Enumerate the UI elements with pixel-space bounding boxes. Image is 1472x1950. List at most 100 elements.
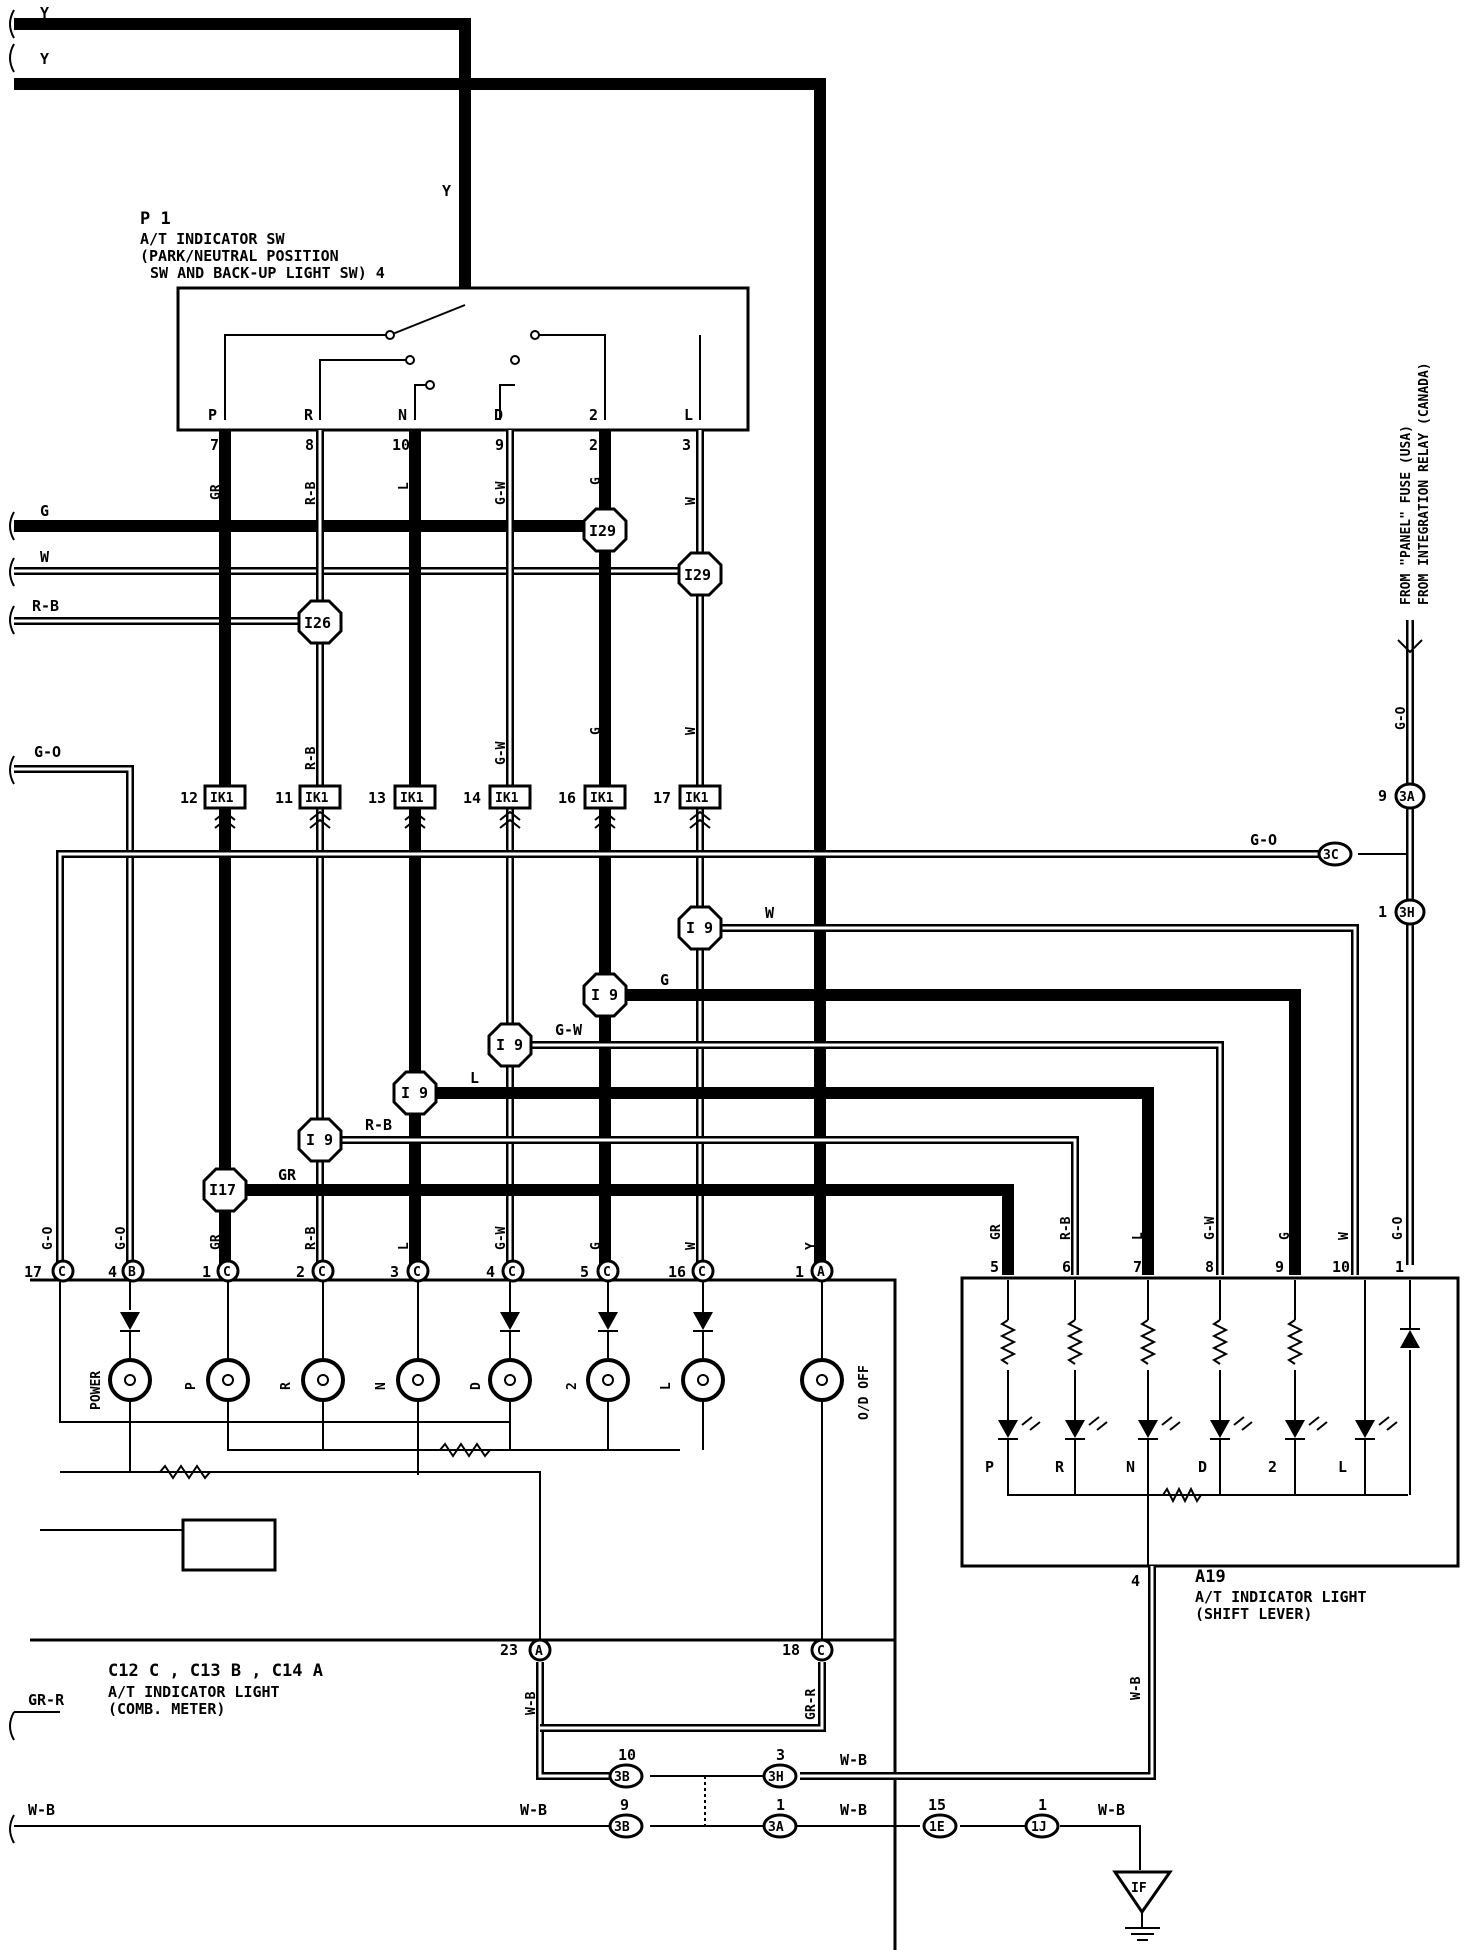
shift-pin-10: 10 [1332, 1258, 1350, 1276]
wire-g-cross: G [660, 971, 669, 989]
shift-pin-1: 1 [1395, 1258, 1404, 1276]
switch-pos-p: P [208, 406, 217, 424]
lamp-2: 2 [565, 1382, 580, 1390]
from-text-2: FROM INTEGRATION RELAY (CANADA) [1417, 362, 1432, 605]
ground-pin-3: 3 [776, 1746, 785, 1764]
ik1-connectors: IK1 IK1 IK1 IK1 IK1 IK1 12 11 13 14 16 1… [180, 784, 722, 829]
wire-go-bus: G-O [1250, 831, 1277, 849]
lamp-p: P [184, 1382, 199, 1390]
shift-led-d: D [1198, 1458, 1207, 1476]
junction-i9-rb: I 9 [306, 1131, 333, 1149]
combination-meter: 17 4 1 2 3 4 5 16 1 C B C C C C C C A [24, 1259, 897, 1950]
ik1-label-2: IK1 [305, 791, 329, 806]
ik1-pin-11: 11 [275, 789, 293, 807]
wire-label-y2: Y [40, 50, 49, 68]
meter-wire-y: Y [804, 1242, 819, 1250]
shift-led-2: 2 [1268, 1458, 1277, 1476]
switch-desc2: SW AND BACK-UP LIGHT SW) 4 [150, 264, 385, 282]
switch-id: P 1 [140, 209, 171, 229]
junction-i26: I26 [304, 614, 331, 632]
ground-conn-3b-1: 3B [614, 1770, 630, 1785]
conn-3h-right: 3H [1399, 906, 1415, 921]
shift-id: A19 [1195, 1567, 1226, 1587]
shift-wire-rb: R-B [1059, 1216, 1074, 1240]
junctions-top: I29 I29 I26 [297, 507, 723, 645]
meter-conn-c6: C [603, 1265, 611, 1280]
junction-i9-w: I 9 [686, 919, 713, 937]
wire-label-rb: R-B [32, 597, 59, 615]
shift-led-n: N [1126, 1458, 1135, 1476]
meter-wire-w: W [684, 1242, 699, 1250]
shift-ground-pin: 4 [1131, 1572, 1140, 1590]
meter-title2: (COMB. METER) [108, 1700, 225, 1718]
wire-label-wb: W-B [28, 1801, 55, 1819]
ik1-label-1: IK1 [210, 791, 234, 806]
meter-pin-5: 5 [580, 1263, 589, 1281]
meter-pin-17: 17 [24, 1263, 42, 1281]
shift-pin-6: 6 [1062, 1258, 1071, 1276]
ik1-pin-16: 16 [558, 789, 576, 807]
ground-wire-wb-4: W-B [1098, 1801, 1125, 1819]
switch-pos-d: D [494, 406, 503, 424]
meter-pin-1a: 1 [795, 1263, 804, 1281]
wire-w-cross: W [765, 904, 775, 922]
switch-pin-10: 10 [392, 436, 410, 454]
ground-label: IF [1131, 1881, 1147, 1896]
switch-pos-r: R [304, 406, 314, 424]
meter-pin-18: 18 [782, 1641, 800, 1659]
meter-lamps [108, 1358, 844, 1402]
meter-wire-go1: G-O [41, 1226, 56, 1250]
shift-ground-wire: W-B [1129, 1676, 1144, 1700]
meter-conn-c3: C [318, 1265, 326, 1280]
meter-pin-2: 2 [296, 1263, 305, 1281]
ground-conn-1e: 1E [929, 1820, 945, 1835]
meter-conn-c5: C [508, 1265, 516, 1280]
switch-pin-9: 9 [495, 436, 504, 454]
conn-3a-right: 3A [1399, 790, 1415, 805]
from-text-1: FROM "PANEL" FUSE (USA) [1399, 425, 1414, 605]
switch-wire-y: Y [442, 182, 451, 200]
ground-circuit: W-B GR-R W-B 3B 10 3B 9 3H 3 3A 1 1E 15 … [14, 1566, 1173, 1941]
ground-conn-3h: 3H [768, 1770, 784, 1785]
meter-bottom-conn-c: C [817, 1644, 825, 1659]
shift-led-l: L [1338, 1458, 1347, 1476]
switch-pin-7: 7 [210, 436, 219, 454]
meter-wire-l: L [397, 1242, 412, 1250]
meter-conn-c2: C [223, 1265, 231, 1280]
meter-conn-c7: C [698, 1265, 706, 1280]
junction-i9-gw: I 9 [496, 1036, 523, 1054]
wire-label-y1: Y [40, 4, 49, 22]
switch-pos-l: L [684, 406, 693, 424]
wire-rb-cross: R-B [365, 1116, 392, 1134]
switch-title: A/T INDICATOR SW [140, 230, 285, 248]
switch-box [176, 286, 750, 432]
lower-cross-wires: W G G-W L R-B GR I 9 I 9 I 9 I 9 I 9 I17 [202, 904, 1359, 1275]
meter-conn-c4: C [413, 1265, 421, 1280]
meter-pin-23: 23 [500, 1641, 518, 1659]
shift-wire-l: L [1131, 1232, 1146, 1240]
ground-wire-wb-3: W-B [840, 1801, 867, 1819]
junction-i29-w: I29 [684, 566, 711, 584]
switch-desc1: (PARK/NEUTRAL POSITION [140, 247, 339, 265]
left-wire-entries: Y Y G W R-B G-O [9, 4, 826, 1844]
shift-lever-light: 5 6 7 8 9 10 1 GR R-B L G-W G W G-O P R … [960, 1216, 1460, 1623]
ik1-label-4: IK1 [495, 791, 519, 806]
ground-conn-3a: 3A [768, 1820, 784, 1835]
shift-pin-9: 9 [1275, 1258, 1284, 1276]
ik1-pin-17: 17 [653, 789, 671, 807]
ground-pin-15: 15 [928, 1796, 946, 1814]
switch-pin-3: 3 [682, 436, 691, 454]
wire-l-upper: L [397, 482, 412, 490]
shift-wire-gr: GR [989, 1224, 1004, 1240]
meter-wire-grr: GR-R [804, 1689, 819, 1720]
wire-rb-upper: R-B [304, 481, 319, 505]
lamp-r: R [279, 1382, 294, 1390]
shift-wire-g: G [1278, 1232, 1293, 1240]
meter-wire-wb: W-B [524, 1691, 539, 1715]
meter-pin-16: 16 [668, 1263, 686, 1281]
shift-pin-7: 7 [1133, 1258, 1142, 1276]
ik1-pin-12: 12 [180, 789, 198, 807]
meter-conn-c1: C [58, 1265, 66, 1280]
junction-i29-g: I29 [589, 522, 616, 540]
conn-3c: 3C [1323, 848, 1339, 863]
